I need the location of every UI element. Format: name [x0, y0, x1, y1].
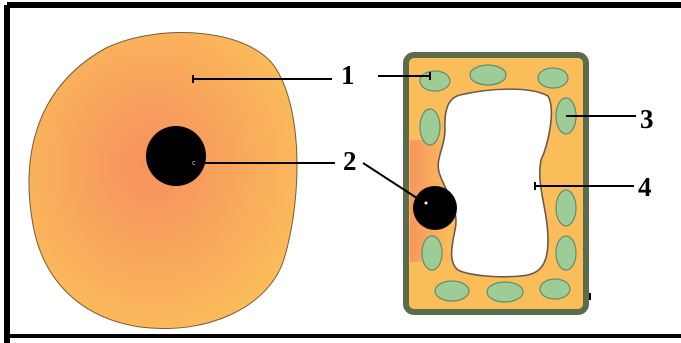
figure-frame — [4, 2, 681, 343]
plant-cell — [403, 52, 591, 315]
chloroplast — [539, 278, 571, 300]
chloroplast — [486, 281, 524, 303]
leader-2-plant — [362, 162, 424, 203]
chloroplast — [537, 67, 569, 89]
chloroplast — [469, 64, 507, 86]
plant-chloroplasts — [419, 64, 577, 303]
chloroplast — [419, 108, 441, 146]
chloroplast — [421, 235, 443, 271]
animal-cell-nucleus — [146, 126, 206, 186]
label-4: 4 — [638, 172, 652, 202]
animal-cell — [28, 32, 298, 329]
chloroplast — [555, 235, 577, 271]
plant-cell-vacuole — [437, 88, 553, 278]
label-3: 3 — [640, 104, 654, 134]
label-1: 1 — [341, 60, 355, 90]
chloroplast — [434, 280, 470, 302]
leader-lines — [192, 72, 636, 203]
plant-cell-nucleus — [413, 186, 457, 230]
plant-nucleus-highlight — [424, 201, 428, 205]
chloroplast — [555, 189, 577, 227]
chloroplast — [419, 70, 451, 92]
label-2: 2 — [343, 146, 357, 176]
